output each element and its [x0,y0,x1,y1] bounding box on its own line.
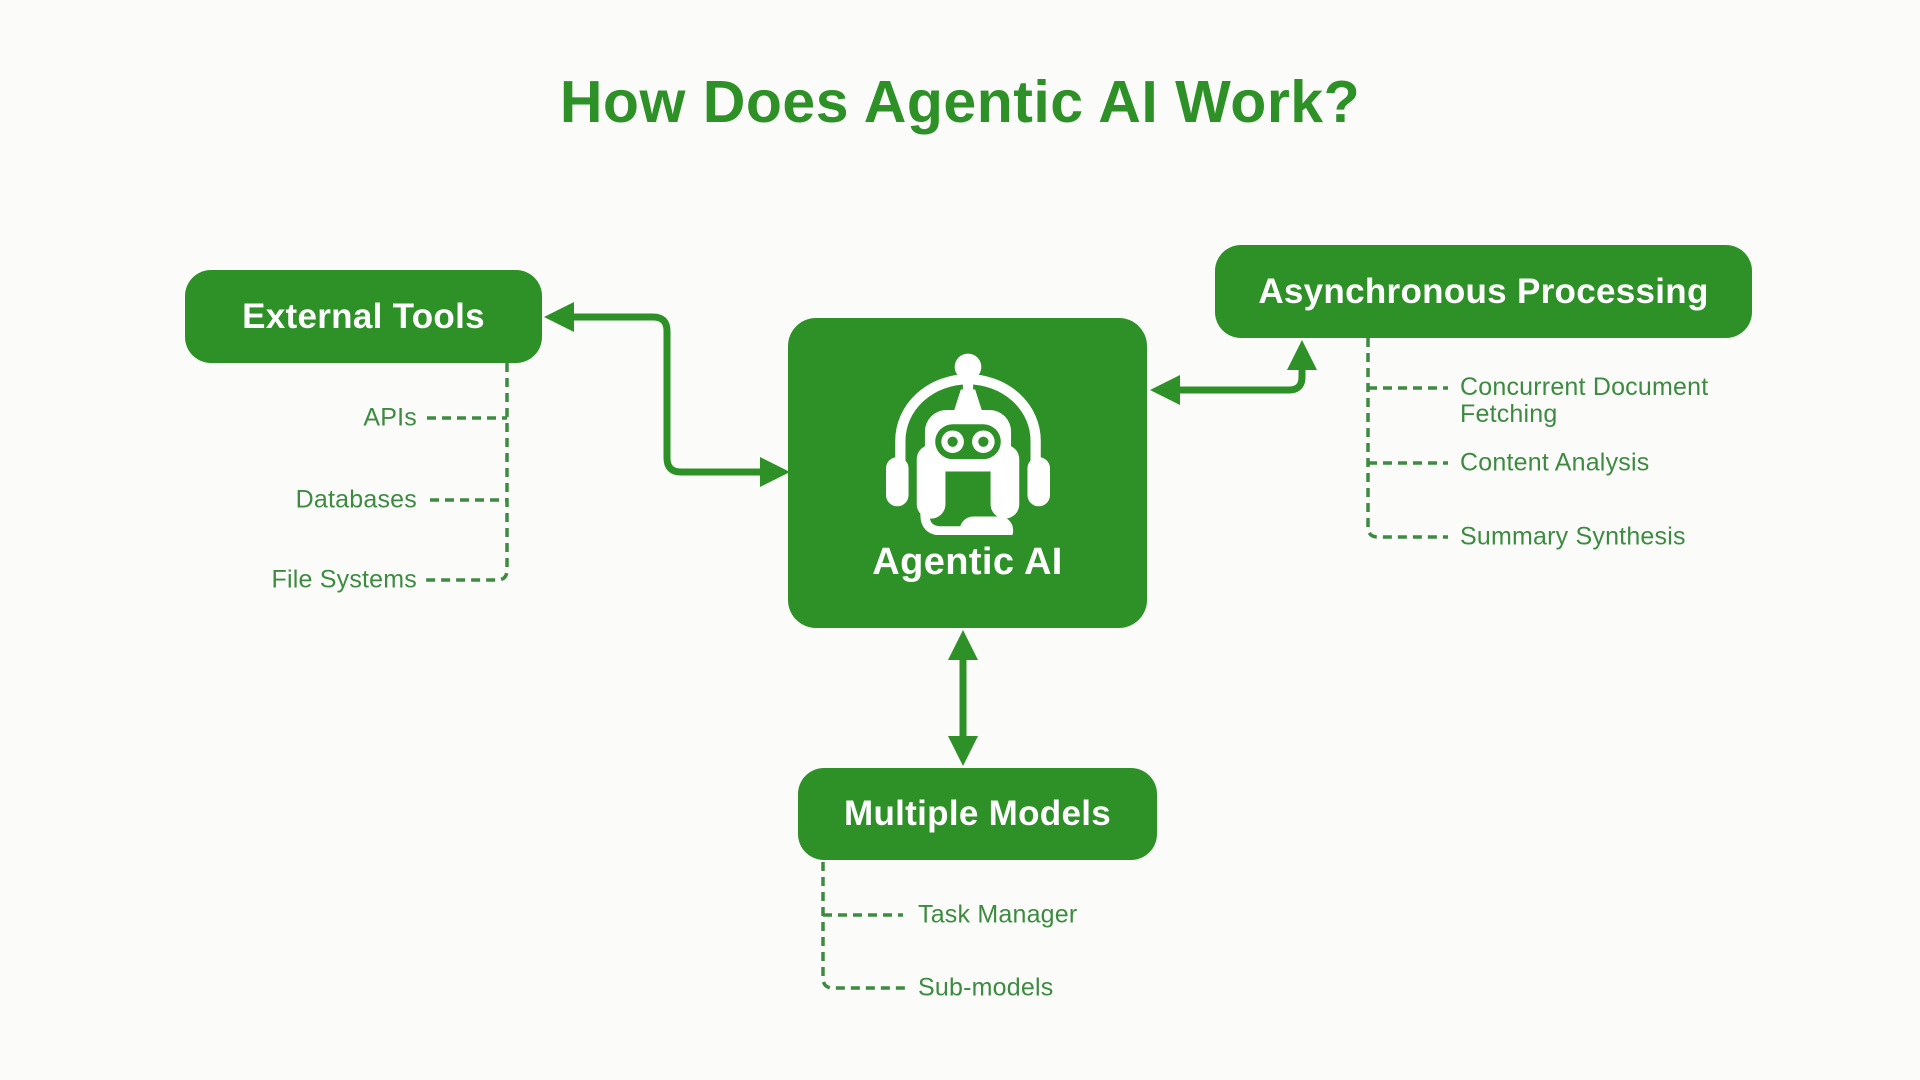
agentic-ai-label: Agentic AI [872,541,1063,583]
leaf-summary-synthesis: Summary Synthesis [1460,522,1686,551]
async-processing-connector-arrow [1150,340,1317,405]
multiple-models-connector-arrow [948,630,978,766]
async-processing-branch-lines [1366,338,1448,539]
leaf-content-analysis: Content Analysis [1460,448,1650,477]
leaf-file-systems: File Systems [271,565,417,594]
external-tools-node: External Tools [185,270,542,363]
multiple-models-label: Multiple Models [844,794,1111,833]
external-tools-branch-lines [424,363,509,582]
async-processing-node: Asynchronous Processing [1215,245,1752,338]
leaf-task-manager: Task Manager [918,900,1078,929]
agentic-ai-node: Agentic AI [788,318,1147,628]
robot-headset-icon [886,353,1050,535]
page-title: How Does Agentic AI Work? [559,69,1361,135]
external-tools-connector-arrow [544,302,790,487]
leaf-databases: Databases [295,485,417,514]
multiple-models-node: Multiple Models [798,768,1157,860]
external-tools-label: External Tools [242,296,485,336]
async-processing-label: Asynchronous Processing [1258,271,1709,311]
leaf-sub-models: Sub-models [918,973,1054,1002]
multiple-models-branch-lines [821,862,908,990]
leaf-apis: APIs [363,403,417,432]
leaf-concurrent-document-fetching: Concurrent Document Fetching [1460,373,1709,428]
